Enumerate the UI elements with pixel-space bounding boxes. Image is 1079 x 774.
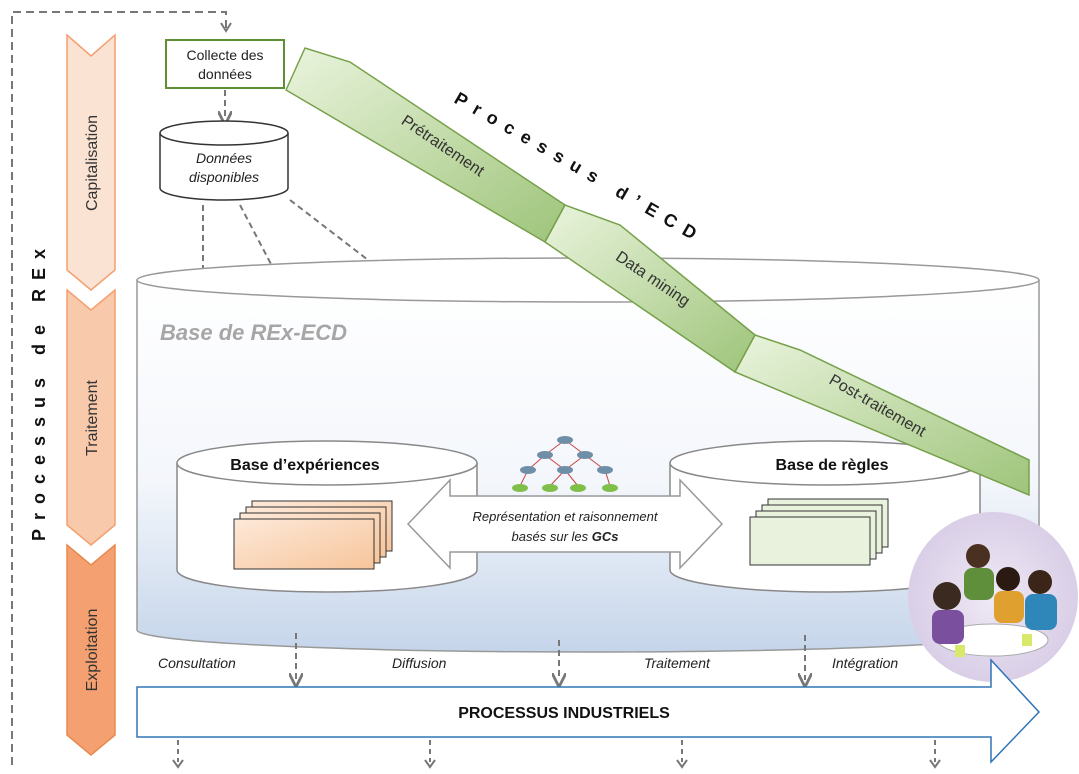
bottom-arrowhead-4 — [929, 759, 941, 769]
ecd-step-post-traitement — [733, 334, 1030, 497]
rules-base-label: Base de règles — [776, 457, 889, 474]
representation-label-line1: Représentation et raisonnement — [472, 509, 658, 524]
rules-documents-stack — [749, 498, 889, 566]
phase-exploitation-shape — [66, 543, 116, 756]
action-consultation: Consultation — [158, 655, 236, 671]
rex-loop-line — [11, 11, 227, 765]
representation-label-line2: basés sur les GCs — [512, 529, 619, 544]
ecd-step-data-mining — [544, 204, 756, 374]
action-diffusion: Diffusion — [392, 655, 447, 671]
collect-label-line1: Collecte des — [186, 47, 263, 63]
phase-exploitation-label: Exploitation — [84, 609, 101, 692]
collect-box — [165, 39, 285, 89]
data-available-line2: disponibles — [189, 169, 259, 185]
representation-double-arrow — [406, 478, 724, 570]
data-available-line1: Données — [196, 150, 252, 166]
industrial-processes-label: PROCESSUS INDUSTRIELS — [458, 705, 670, 722]
phase-traitement-label: Traitement — [84, 380, 101, 456]
rex-loop-arrowhead — [220, 22, 232, 33]
phase-capitalisation-label: Capitalisation — [84, 115, 101, 211]
experience-base-label: Base d’expériences — [230, 457, 380, 474]
action-traitement: Traitement — [644, 655, 711, 671]
rex-base-label: Base de REx-ECD — [160, 320, 347, 345]
conceptual-graph-icon — [512, 436, 618, 492]
bottom-arrowhead-2 — [424, 759, 436, 769]
experience-documents-stack — [233, 500, 393, 570]
phase-capitalisation-shape — [66, 33, 116, 291]
bottom-arrowhead-3 — [676, 759, 688, 769]
phase-traitement-shape — [66, 288, 116, 546]
workers-meeting-image — [908, 512, 1078, 682]
rex-process-label: P r o c e s s u s d e R E x — [29, 249, 49, 541]
ecd-step-pretraitement — [285, 47, 566, 244]
data-available-cylinder — [159, 120, 289, 201]
industrial-processes-arrow — [136, 658, 1041, 764]
collect-label-line2: données — [198, 66, 252, 82]
bottom-arrowhead-1 — [172, 759, 184, 769]
action-integration: Intégration — [832, 655, 898, 671]
